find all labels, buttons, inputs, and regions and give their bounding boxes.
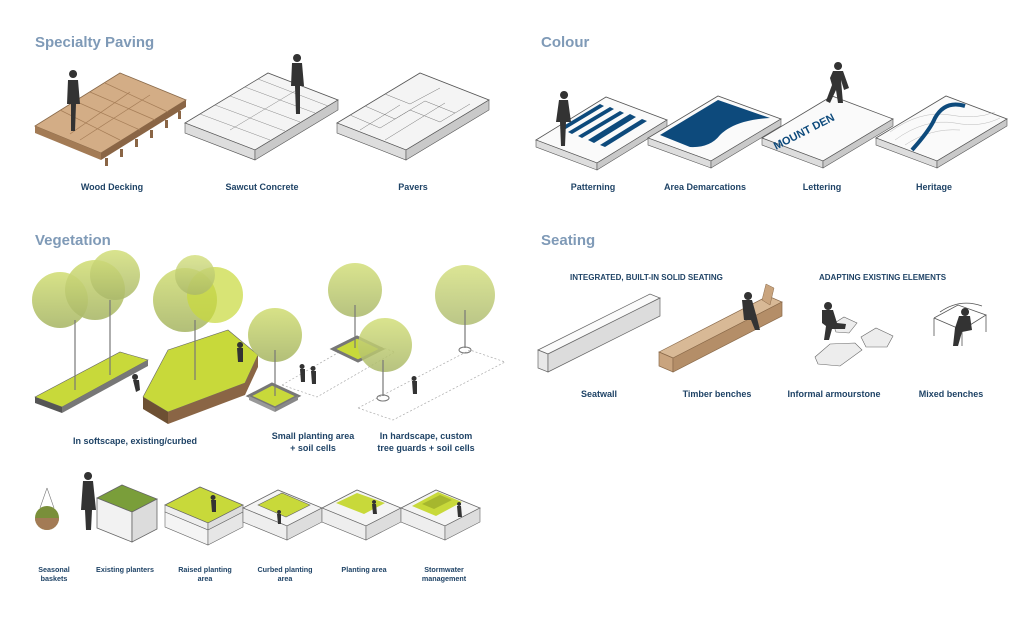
- small-planting-illustration: [245, 263, 396, 412]
- person-icon: [953, 308, 972, 346]
- vegetation-softscape-illustration: [32, 250, 259, 424]
- label-seatwall: Seatwall: [580, 389, 618, 399]
- person-icon: [210, 495, 216, 512]
- label-line: Planting area: [341, 565, 387, 574]
- person-icon: [457, 502, 462, 517]
- label-line: Raised planting: [178, 565, 232, 574]
- timber-bench-illustration: [658, 283, 783, 373]
- person-icon: [81, 472, 96, 530]
- label-line: Small planting area: [271, 431, 355, 441]
- person-icon: [411, 376, 417, 394]
- stormwater-illustration: [400, 489, 481, 541]
- label-line: area: [197, 574, 213, 583]
- tree-icon: [358, 318, 412, 402]
- label-line: Existing planters: [96, 565, 154, 574]
- person-icon: [277, 510, 282, 524]
- label-line: area: [277, 574, 293, 583]
- heading-vegetation: Vegetation: [35, 232, 111, 249]
- pavers-illustration: [336, 72, 490, 161]
- heading-seating: Seating: [541, 232, 596, 249]
- person-icon: [299, 364, 305, 382]
- heritage-illustration: [875, 95, 1008, 169]
- label-small-planting: Small planting area + soil cells: [272, 430, 355, 454]
- label-line: Curbed planting: [257, 565, 313, 574]
- label-informal-armourstone: Informal armourstone: [787, 389, 881, 399]
- cyclist-icon: [132, 374, 140, 392]
- seasonal-basket-illustration: [35, 487, 59, 530]
- label-curbed-planting: Curbed planting area: [257, 565, 312, 583]
- label-line: + soil cells: [290, 443, 336, 453]
- person-icon: [556, 91, 571, 146]
- tree-icon: [153, 255, 243, 380]
- label-line: In hardscape, custom: [379, 431, 473, 441]
- person-icon: [237, 342, 244, 362]
- label-sawcut-concrete: Sawcut Concrete: [225, 182, 299, 192]
- label-seasonal-baskets: Seasonal baskets: [38, 565, 70, 583]
- tree-icon: [435, 265, 495, 354]
- existing-planter-illustration: [81, 472, 158, 543]
- label-existing-planters: Existing planters: [96, 565, 154, 574]
- label-stormwater: Stormwater management: [422, 565, 466, 583]
- label-hardscape: In hardscape, custom tree guards + soil …: [377, 430, 474, 454]
- label-line: Stormwater: [424, 565, 464, 574]
- label-raised-planting: Raised planting area: [178, 565, 232, 583]
- heading-colour: Colour: [541, 34, 590, 51]
- seatwall-illustration: [537, 293, 661, 373]
- person-icon: [291, 54, 304, 114]
- seating-integrated-title: INTEGRATED, BUILT-IN SOLID SEATING: [570, 273, 723, 282]
- label-line: tree guards + soil cells: [377, 443, 475, 453]
- label-mixed-benches: Mixed benches: [918, 389, 984, 399]
- patterning-illustration: [535, 91, 668, 171]
- mixed-bench-illustration: [933, 302, 987, 346]
- label-line: Seasonal: [38, 565, 70, 574]
- seating-adapting-title: ADAPTING EXISTING ELEMENTS: [819, 273, 947, 282]
- label-lettering: Lettering: [802, 182, 842, 192]
- planting-area-illustration: [321, 489, 402, 541]
- person-icon: [826, 62, 849, 103]
- armourstone-illustration: [814, 302, 894, 367]
- label-heritage: Heritage: [915, 182, 953, 192]
- wood-decking-illustration: [34, 70, 187, 166]
- person-icon: [742, 292, 760, 330]
- label-timber-benches: Timber benches: [682, 389, 752, 399]
- person-icon: [310, 366, 316, 384]
- lettering-illustration: MOUNT DEN: [761, 62, 894, 169]
- heading-specialty-paving: Specialty Paving: [35, 34, 155, 51]
- label-area-demarcations: Area Demarcations: [663, 182, 747, 192]
- label-line: baskets: [40, 574, 68, 583]
- label-planting-area: Planting area: [341, 565, 386, 574]
- area-demarcations-illustration: [647, 95, 782, 169]
- tree-icon: [328, 263, 382, 348]
- hardscape-trees-illustration: [357, 265, 506, 421]
- label-patterning: Patterning: [570, 182, 616, 192]
- label-softscape: In softscape, existing/curbed: [72, 436, 198, 446]
- person-icon: [822, 302, 846, 340]
- sawcut-concrete-illustration: [184, 54, 339, 161]
- label-line: management: [421, 574, 467, 583]
- label-wood-decking: Wood Decking: [80, 182, 144, 192]
- person-icon: [372, 500, 377, 514]
- raised-planting-illustration: [164, 486, 244, 546]
- curbed-planting-illustration: [242, 489, 323, 541]
- label-pavers: Pavers: [398, 182, 428, 192]
- tree-icon: [248, 308, 302, 396]
- person-icon: [67, 70, 80, 131]
- tree-icon: [32, 250, 140, 390]
